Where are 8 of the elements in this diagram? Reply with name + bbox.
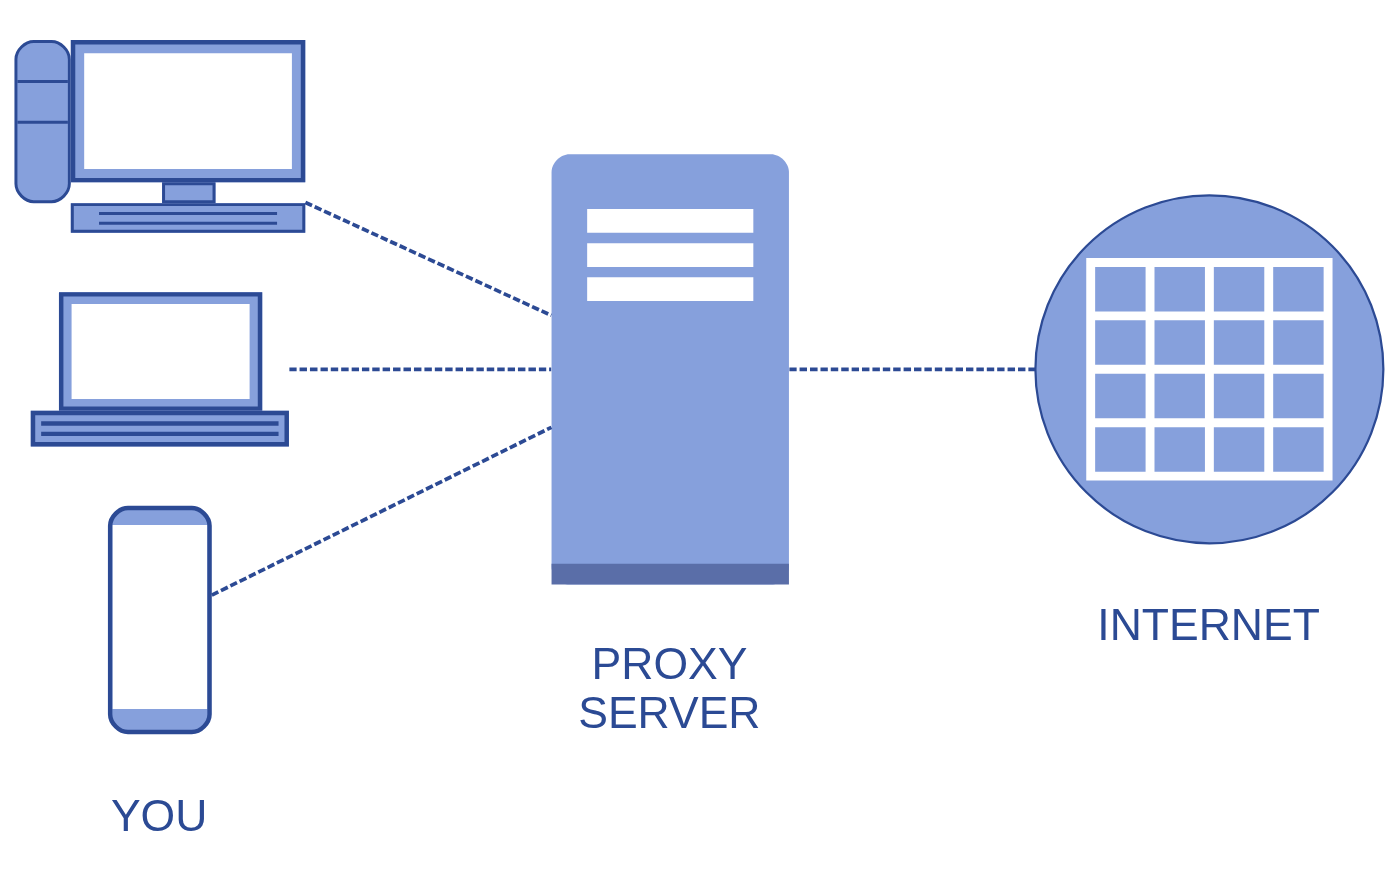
node-label: PROXY SERVER xyxy=(578,639,761,738)
node-picture xyxy=(1034,194,1385,545)
connector xyxy=(789,367,1036,372)
label: YOU xyxy=(110,791,208,841)
connector xyxy=(304,200,553,318)
connector xyxy=(211,425,553,597)
connector xyxy=(289,367,552,372)
node-label: INTERNET xyxy=(1097,600,1320,650)
